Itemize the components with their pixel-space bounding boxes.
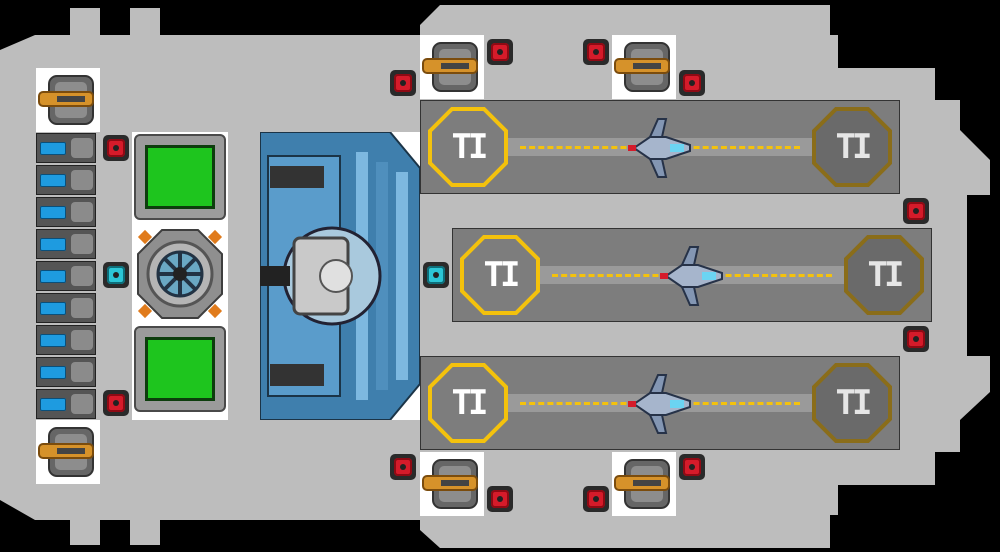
red-system-node-icon[interactable] xyxy=(487,486,513,512)
landing-pad-icon[interactable]: TI xyxy=(428,363,508,443)
fighter-ship-icon[interactable] xyxy=(624,115,704,181)
cannon-turret-icon[interactable] xyxy=(613,456,675,512)
reactor-core-icon[interactable] xyxy=(136,228,224,320)
hangar-core-icon xyxy=(260,132,420,420)
cannon-turret-icon[interactable] xyxy=(421,456,483,512)
cannon-turret-icon[interactable] xyxy=(421,39,483,95)
cannon-turret-icon[interactable] xyxy=(37,72,99,128)
pad-label: TI xyxy=(451,383,489,423)
red-system-node-icon[interactable] xyxy=(903,198,929,224)
pad-label: TI xyxy=(867,255,905,295)
green-monitor-icon[interactable] xyxy=(134,326,226,412)
battery-cell-icon xyxy=(36,197,96,227)
pad-label: TI xyxy=(451,127,489,167)
battery-cell-icon xyxy=(36,229,96,259)
red-system-node-icon[interactable] xyxy=(487,39,513,65)
landing-pad-icon[interactable]: TI xyxy=(428,107,508,187)
landing-pad-icon[interactable]: TI xyxy=(844,235,924,315)
cyan-system-node-icon[interactable] xyxy=(423,262,449,288)
battery-cell-icon xyxy=(36,325,96,355)
fighter-ship-icon[interactable] xyxy=(656,243,736,309)
battery-cell-icon xyxy=(36,293,96,323)
green-monitor-icon[interactable] xyxy=(134,134,226,220)
landing-pad-icon[interactable]: TI xyxy=(812,363,892,443)
landing-pad-icon[interactable]: TI xyxy=(460,235,540,315)
battery-cell-icon xyxy=(36,165,96,195)
battery-cell-icon xyxy=(36,389,96,419)
red-system-node-icon[interactable] xyxy=(679,454,705,480)
cyan-system-node-icon[interactable] xyxy=(103,262,129,288)
cannon-turret-icon[interactable] xyxy=(37,424,99,480)
red-system-node-icon[interactable] xyxy=(903,326,929,352)
red-system-node-icon[interactable] xyxy=(390,70,416,96)
red-system-node-icon[interactable] xyxy=(583,486,609,512)
battery-cell-icon xyxy=(36,357,96,387)
cannon-turret-icon[interactable] xyxy=(613,39,675,95)
pad-label: TI xyxy=(835,127,873,167)
pad-label: TI xyxy=(835,383,873,423)
red-system-node-icon[interactable] xyxy=(583,39,609,65)
red-system-node-icon[interactable] xyxy=(103,135,129,161)
battery-cell-icon xyxy=(36,133,96,163)
red-system-node-icon[interactable] xyxy=(679,70,705,96)
red-system-node-icon[interactable] xyxy=(390,454,416,480)
pad-label: TI xyxy=(483,255,521,295)
red-system-node-icon[interactable] xyxy=(103,390,129,416)
battery-cell-icon xyxy=(36,261,96,291)
landing-pad-icon[interactable]: TI xyxy=(812,107,892,187)
fighter-ship-icon[interactable] xyxy=(624,371,704,437)
